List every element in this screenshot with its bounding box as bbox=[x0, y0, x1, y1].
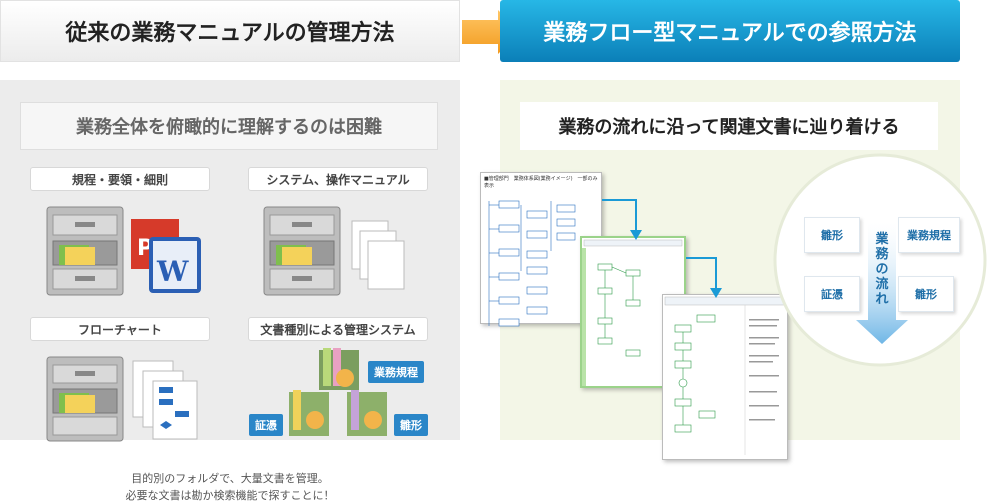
binder-stack-icon bbox=[289, 348, 387, 436]
flow-item-template-2[interactable]: 雛形 bbox=[898, 276, 954, 312]
file-cabinet-icon: P W bbox=[46, 206, 201, 296]
flow-item-voucher[interactable]: 証憑 bbox=[804, 276, 860, 312]
tag-system-manual: システム、操作マニュアル bbox=[248, 167, 428, 191]
badge-template-label: 雛形 bbox=[400, 419, 422, 432]
flowchart-diagram-icon bbox=[582, 239, 683, 386]
svg-text:W: W bbox=[156, 255, 189, 288]
left-subtitle-text: 業務全体を俯瞰的に理解するのは困難 bbox=[76, 117, 382, 138]
tag-regulations: 規程・要領・細則 bbox=[30, 167, 210, 191]
flow-item-template-1[interactable]: 雛形 bbox=[804, 217, 860, 253]
tag-regulations-label: 規程・要領・細則 bbox=[71, 172, 168, 187]
left-subtitle: 業務全体を俯瞰的に理解するのは困難 bbox=[20, 102, 438, 150]
tag-flowchart-label: フローチャート bbox=[78, 322, 162, 337]
caption-line-1: 目的別のフォルダで、大量文書を管理。 bbox=[131, 472, 329, 485]
caption-line-2: 必要な文書は勘か検索機能で探すことに！ bbox=[125, 489, 335, 502]
badge-template: 雛形 bbox=[394, 414, 428, 436]
tag-doc-type-system: 文書種別による管理システム bbox=[248, 317, 428, 341]
business-flow-label: 業務の流れ bbox=[875, 232, 889, 307]
right-subtitle-text: 業務の流れに沿って関連文書に辿り着ける bbox=[558, 117, 900, 138]
badge-business-rules: 業務規程 bbox=[368, 361, 424, 383]
tag-system-manual-label: システム、操作マニュアル bbox=[266, 172, 410, 187]
right-subtitle: 業務の流れに沿って関連文書に辿り着ける bbox=[520, 102, 938, 150]
tree-diagram-icon bbox=[488, 200, 576, 327]
badge-voucher: 証憑 bbox=[249, 414, 283, 436]
file-cabinet-docs-icon bbox=[263, 206, 405, 296]
flow-item-voucher-label: 証憑 bbox=[821, 288, 843, 301]
tree-document-title: ■管理部門 業務体系図(業務イメージ) 一部のみ表示 bbox=[484, 176, 598, 189]
document-link-arrows bbox=[602, 199, 722, 298]
tag-flowchart: フローチャート bbox=[30, 317, 210, 341]
header-flow-manual: 業務フロー型マニュアルでの参照方法 bbox=[500, 0, 960, 62]
badge-voucher-label: 証憑 bbox=[255, 419, 277, 432]
file-cabinet-flowchart-icon bbox=[46, 356, 198, 442]
header-flow-manual-title: 業務フロー型マニュアルでの参照方法 bbox=[543, 21, 917, 46]
header-traditional: 従来の業務マニュアルの管理方法 bbox=[0, 0, 460, 62]
flow-item-business-rules[interactable]: 業務規程 bbox=[898, 217, 960, 253]
flow-circle-background bbox=[773, 153, 987, 367]
flow-item-template-1-label: 雛形 bbox=[821, 229, 843, 242]
detail-document-thumbnail[interactable] bbox=[662, 294, 788, 460]
flow-item-template-2-label: 雛形 bbox=[915, 288, 937, 301]
tag-doc-type-system-label: 文書種別による管理システム bbox=[260, 322, 416, 337]
flow-item-business-rules-label: 業務規程 bbox=[907, 229, 951, 242]
badge-business-rules-label: 業務規程 bbox=[374, 366, 418, 379]
header-traditional-title: 従来の業務マニュアルの管理方法 bbox=[65, 21, 395, 46]
detail-diagram-icon bbox=[664, 296, 786, 455]
